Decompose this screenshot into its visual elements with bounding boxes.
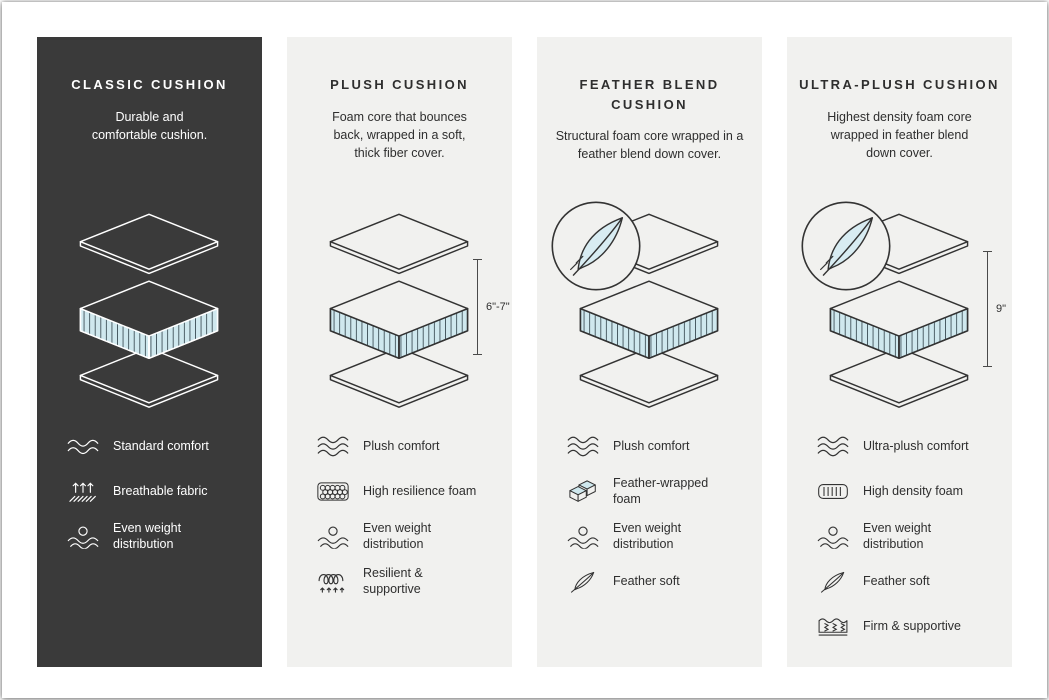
card-description: Highest density foam core wrapped in fea…: [827, 109, 972, 160]
card-ultra-plush-cushion: ULTRA-PLUSH CUSHION Highest density foam…: [787, 37, 1012, 667]
card-description: Durable and comfortable cushion.: [91, 109, 208, 142]
feature-label: Resilient & supportive: [363, 565, 423, 597]
feature-label: Even weight distribution: [863, 520, 932, 552]
feature-item: Breathable fabric: [65, 474, 262, 508]
feature-label: Even weight distribution: [363, 520, 432, 552]
waves-icon: [65, 434, 103, 459]
spring-icon: [315, 569, 353, 594]
feature-label: Even weight distribution: [613, 520, 682, 552]
cushion-layers-illustration: [309, 209, 489, 415]
card-description: Structural foam core wrapped in a feathe…: [555, 129, 744, 162]
feature-label: Plush comfort: [363, 438, 440, 453]
feature-label: High density foam: [863, 483, 964, 498]
feature-label: High resilience foam: [363, 483, 477, 498]
feature-label: Even weight distribution: [113, 520, 182, 552]
card-plush-cushion: PLUSH CUSHION Foam core that bounces bac…: [287, 37, 512, 667]
cushion-diagram: [537, 203, 762, 415]
cushion-layers-illustration: [59, 209, 239, 415]
measurement-label: 9": [996, 303, 1007, 315]
breathable-fabric-icon: [65, 479, 103, 504]
card-title: PLUSH CUSHION: [330, 77, 469, 92]
feature-label: Firm & supportive: [863, 618, 961, 633]
high-density-foam-icon: [815, 479, 853, 504]
feature-list: Plush comfort Feather-wrapped foam Even …: [537, 415, 762, 609]
feature-item: High density foam: [815, 474, 1012, 508]
feature-item: Even weight distribution: [565, 519, 762, 553]
card-header: CLASSIC CUSHION Durable and comfortable …: [37, 75, 262, 203]
card-header: PLUSH CUSHION Foam core that bounces bac…: [287, 75, 512, 203]
card-description: Foam core that bounces back, wrapped in …: [332, 109, 467, 160]
height-measurement: 6"-7": [473, 259, 510, 355]
card-feather-blend-cushion: FEATHER BLEND CUSHION Structural foam co…: [537, 37, 762, 667]
feature-list: Ultra-plush comfort High density foam Ev…: [787, 415, 1012, 654]
feature-item: Feather soft: [815, 564, 1012, 598]
feature-list: Plush comfort High resilience foam Even …: [287, 415, 512, 609]
dimension-line: [473, 259, 482, 355]
feature-item: Resilient & supportive: [315, 564, 512, 598]
even-weight-distribution-icon: [315, 524, 353, 549]
feature-item: Feather soft: [565, 564, 762, 598]
dimension-line: [983, 251, 992, 367]
cushion-diagram: 9": [787, 203, 1012, 415]
waves-icon: [815, 434, 853, 459]
even-weight-distribution-icon: [565, 524, 603, 549]
cushion-diagram: [37, 203, 262, 415]
feature-item: Plush comfort: [315, 429, 512, 463]
feature-item: Plush comfort: [565, 429, 762, 463]
even-weight-distribution-icon: [65, 524, 103, 549]
feature-label: Feather soft: [613, 573, 680, 588]
height-measurement: 9": [983, 251, 1006, 367]
card-title: FEATHER BLEND CUSHION: [579, 77, 720, 112]
feature-label: Ultra-plush comfort: [863, 438, 969, 453]
feather-wrapped-foam-icon: [565, 479, 603, 504]
even-weight-distribution-icon: [815, 524, 853, 549]
waves-icon: [315, 434, 353, 459]
waves-icon: [565, 434, 603, 459]
high-resilience-foam-icon: [315, 479, 353, 504]
feature-item: Feather-wrapped foam: [565, 474, 762, 508]
measurement-label: 6"-7": [486, 301, 510, 313]
feature-item: Even weight distribution: [65, 519, 262, 553]
feature-item: Even weight distribution: [815, 519, 1012, 553]
card-classic-cushion: CLASSIC CUSHION Durable and comfortable …: [37, 37, 262, 667]
feather-badge-icon: [799, 199, 893, 293]
feature-item: Ultra-plush comfort: [815, 429, 1012, 463]
feature-label: Plush comfort: [613, 438, 690, 453]
feature-item: Even weight distribution: [315, 519, 512, 553]
cushion-diagram: 6"-7": [287, 203, 512, 415]
feature-label: Standard comfort: [113, 438, 209, 453]
card-header: FEATHER BLEND CUSHION Structural foam co…: [537, 75, 762, 203]
firm-supportive-icon: [815, 614, 853, 639]
feature-label: Feather soft: [863, 573, 930, 588]
card-header: ULTRA-PLUSH CUSHION Highest density foam…: [787, 75, 1012, 203]
feather-badge-icon: [549, 199, 643, 293]
feature-label: Breathable fabric: [113, 483, 208, 498]
feature-item: Firm & supportive: [815, 609, 1012, 643]
feature-item: High resilience foam: [315, 474, 512, 508]
card-title: CLASSIC CUSHION: [71, 77, 228, 92]
feather-icon: [815, 569, 853, 594]
card-title: ULTRA-PLUSH CUSHION: [799, 77, 1000, 92]
feature-item: Standard comfort: [65, 429, 262, 463]
feature-label: Feather-wrapped foam: [613, 475, 709, 507]
feather-icon: [565, 569, 603, 594]
feature-list: Standard comfort Breathable fabric Even …: [37, 415, 262, 564]
